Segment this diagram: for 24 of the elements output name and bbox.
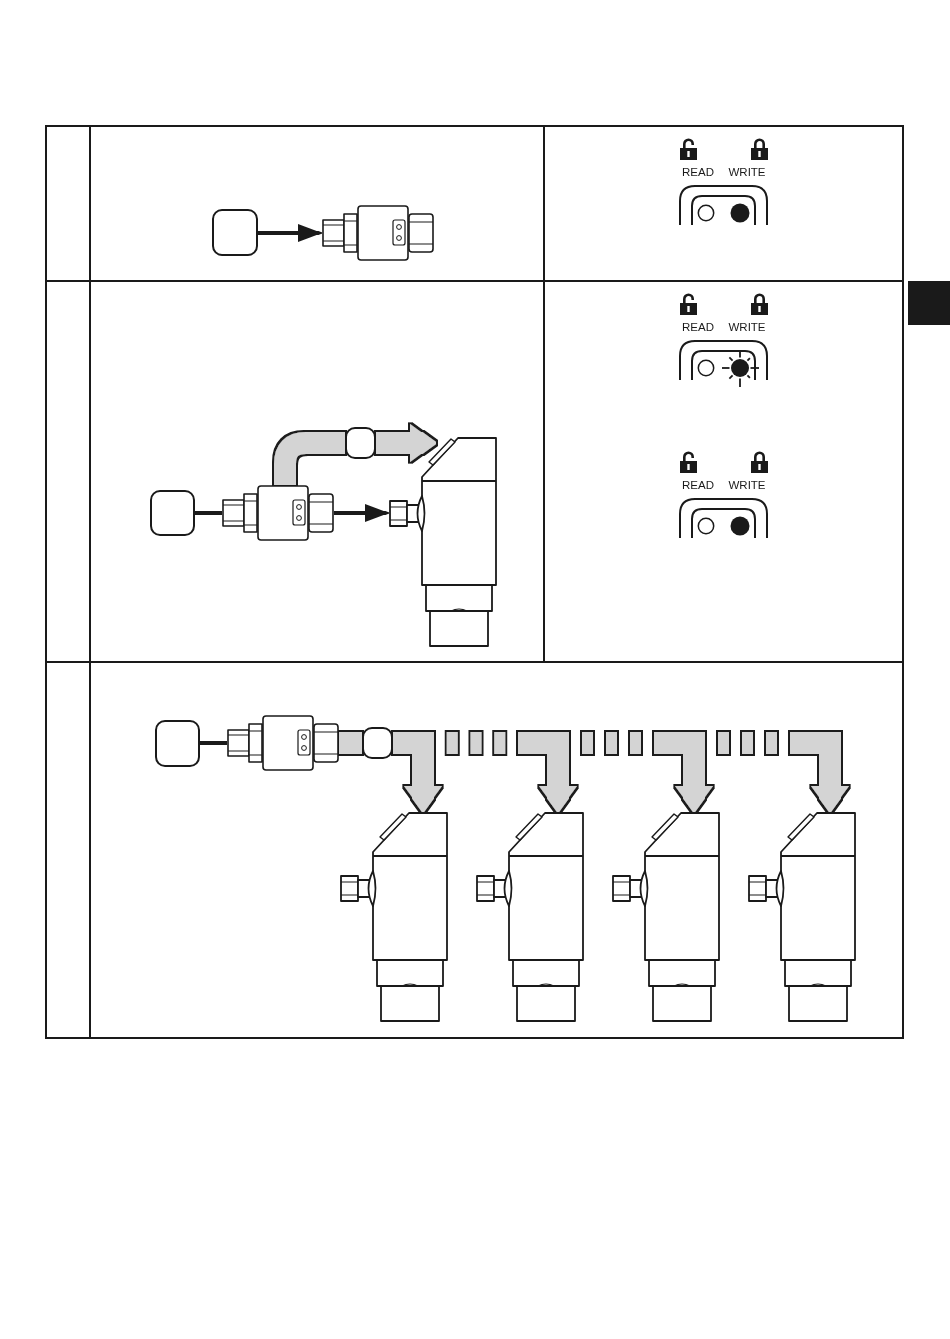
sensor-drawing xyxy=(748,812,856,1022)
sensor-drawing xyxy=(389,437,497,647)
mode-label: READ xyxy=(682,478,714,492)
block-arrow xyxy=(376,424,436,462)
arrow xyxy=(258,224,322,242)
rounded-box xyxy=(345,427,376,459)
rounded-box xyxy=(150,490,195,536)
rounded-box xyxy=(362,727,393,759)
arrow xyxy=(334,504,389,522)
mode-label: WRITE xyxy=(728,320,766,334)
connecting-line xyxy=(195,511,222,515)
mode-label: READ xyxy=(682,165,714,179)
rounded-box xyxy=(212,209,258,256)
adapter-drawing xyxy=(227,715,339,771)
sensor-drawing xyxy=(340,812,448,1022)
mode-label: READ xyxy=(682,320,714,334)
adapter-drawing xyxy=(222,485,334,541)
adapter-drawing xyxy=(322,205,434,261)
mode-label: WRITE xyxy=(728,165,766,179)
rounded-box xyxy=(155,720,200,767)
sensor-drawing xyxy=(476,812,584,1022)
mode-label: WRITE xyxy=(728,478,766,492)
connecting-line xyxy=(200,741,227,745)
sensor-drawing xyxy=(612,812,720,1022)
